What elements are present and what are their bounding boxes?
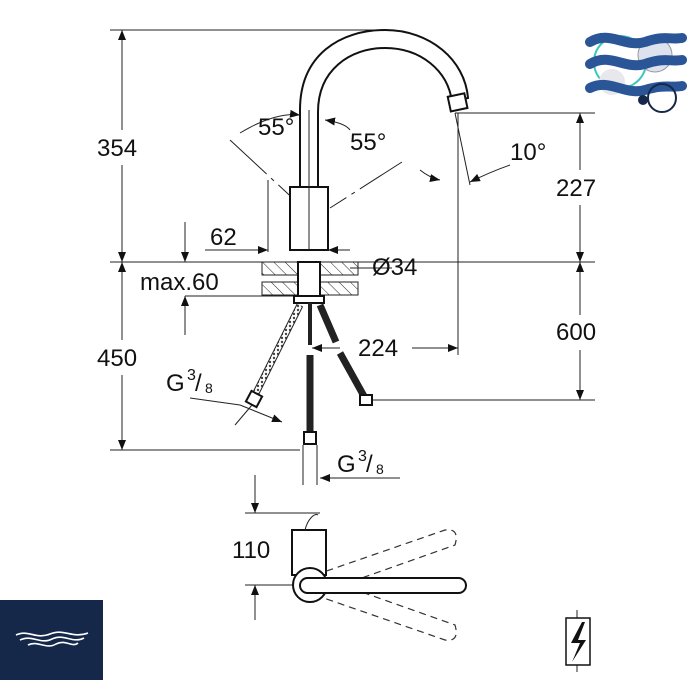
dim-max-60: max.60 [140,269,219,296]
faucet-top-view [245,475,467,641]
dim-spout-angle: 10° [510,139,546,166]
lightning-icon [565,610,591,672]
dim-224: 224 [358,335,398,362]
dim-227: 227 [556,175,596,202]
water-waves-logo [585,32,687,113]
dim-62: 62 [210,224,237,251]
dim-600: 600 [556,319,596,346]
faucet-side-view [189,28,470,485]
water-badge-logo [0,600,103,680]
dim-34: Ø34 [372,254,417,281]
svg-text:G: G [166,370,185,397]
extension-lines [110,29,595,451]
dimension-lines [118,30,584,450]
svg-text:/: / [366,451,373,478]
dim-450: 450 [97,345,137,372]
dim-swivel-left: 55° [258,114,294,141]
svg-text:3: 3 [358,448,367,465]
dim-354: 354 [97,135,137,162]
svg-text:8: 8 [376,461,384,477]
thread-label-bottom: G 3 / 8 [337,448,384,478]
svg-text:G: G [337,451,356,478]
svg-text:/: / [195,370,202,397]
thread-label-left: G 3 / 8 [166,367,213,397]
dim-110: 110 [232,537,270,564]
svg-text:8: 8 [205,380,213,396]
dim-swivel-right: 55° [350,129,386,156]
svg-text:3: 3 [187,367,196,384]
